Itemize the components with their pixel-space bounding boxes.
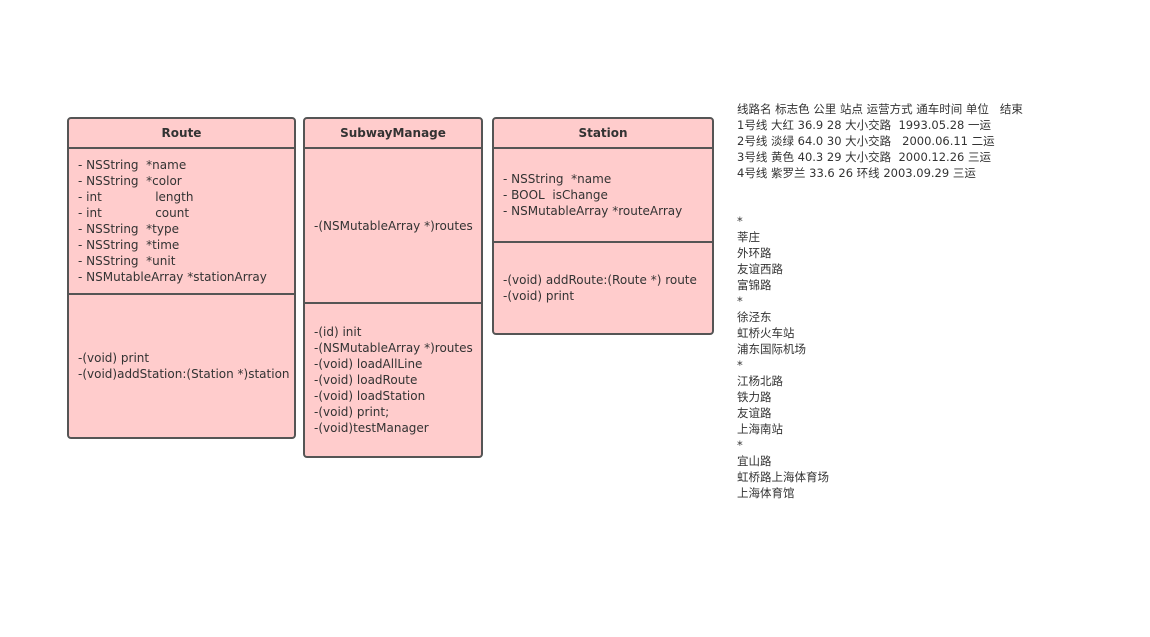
station-attribute: - NSString *name [503,172,612,186]
note-station-line: 上海体育馆 [737,486,795,500]
route-attribute: - NSString *type [78,222,179,236]
station-attribute: - NSMutableArray *routeArray [503,204,683,218]
note-station-line: 虹桥路上海体育场 [737,470,829,484]
note-station-line: * [737,294,743,308]
note-station-line: 友谊路 [737,406,772,420]
subway-manage-class-box[interactable]: SubwayManage -(NSMutableArray *)routes -… [303,117,483,458]
route-attribute: - NSString *color [78,174,182,188]
route-method: -(void)addStation:(Station *)station [78,367,290,381]
station-attributes: - NSString *name - BOOL isChange - NSMut… [494,149,712,243]
note-station-line: 江杨北路 [737,374,783,388]
note-station-line: 浦东国际机场 [737,342,806,356]
route-attribute: - NSString *unit [78,254,176,268]
subway-manage-method: -(void) loadRoute [314,373,418,387]
station-class-box[interactable]: Station - NSString *name - BOOL isChange… [492,117,714,335]
subway-manage-methods: -(id) init -(NSMutableArray *)routes -(v… [305,304,481,456]
note-station-line: 莘庄 [737,230,760,244]
route-method: -(void) print [78,351,150,365]
subway-manage-method: -(id) init [314,325,362,339]
note-station-line: 富锦路 [737,278,772,292]
subway-manage-method: -(NSMutableArray *)routes [314,341,473,355]
route-methods: -(void) print -(void)addStation:(Station… [69,295,294,437]
note-station-line: * [737,214,743,228]
subway-manage-method: -(void) print; [314,405,390,419]
note-station-line: 外环路 [737,246,772,260]
note-station-line: * [737,438,743,452]
note-station-line: 友谊西路 [737,262,783,276]
subway-manage-method: -(void)testManager [314,421,429,435]
note-table-row: 3号线 黄色 40.3 29 大小交路 2000.12.26 三运 [737,150,991,164]
route-class-name: Route [69,119,294,149]
route-attribute: - NSString *time [78,238,180,252]
route-attribute: - NSMutableArray *stationArray [78,270,267,284]
route-info-note[interactable]: 线路名 标志色 公里 站点 运营方式 通车时间 单位 结束 1号线 大红 36.… [737,101,1023,501]
note-table-header: 线路名 标志色 公里 站点 运营方式 通车时间 单位 结束 [737,102,1023,116]
station-methods: -(void) addRoute:(Route *) route -(void)… [494,243,712,333]
note-table-row: 2号线 淡绿 64.0 30 大小交路 2000.06.11 二运 [737,134,995,148]
note-station-line: 上海南站 [737,422,783,436]
station-attribute: - BOOL isChange [503,188,608,202]
station-method: -(void) addRoute:(Route *) route [503,273,697,287]
subway-manage-class-name: SubwayManage [305,119,481,149]
note-station-line: 虹桥火车站 [737,326,795,340]
note-table-row: 1号线 大红 36.9 28 大小交路 1993.05.28 一运 [737,118,991,132]
station-class-name: Station [494,119,712,149]
subway-manage-method: -(void) loadStation [314,389,426,403]
route-attribute: - NSString *name [78,158,187,172]
note-station-line: * [737,358,743,372]
route-attribute: - int length [78,190,194,204]
route-attributes: - NSString *name - NSString *color - int… [69,149,294,295]
note-station-line: 铁力路 [737,390,772,404]
subway-manage-attributes: -(NSMutableArray *)routes [305,149,481,304]
subway-manage-method: -(void) loadAllLine [314,357,423,371]
route-class-box[interactable]: Route - NSString *name - NSString *color… [67,117,296,439]
note-spacer [737,181,1023,213]
route-attribute: - int count [78,206,190,220]
note-station-line: 宜山路 [737,454,772,468]
note-table-row: 4号线 紫罗兰 33.6 26 环线 2003.09.29 三运 [737,166,976,180]
subway-manage-attribute: -(NSMutableArray *)routes [314,218,473,233]
note-station-line: 徐泾东 [737,310,772,324]
station-method: -(void) print [503,289,575,303]
